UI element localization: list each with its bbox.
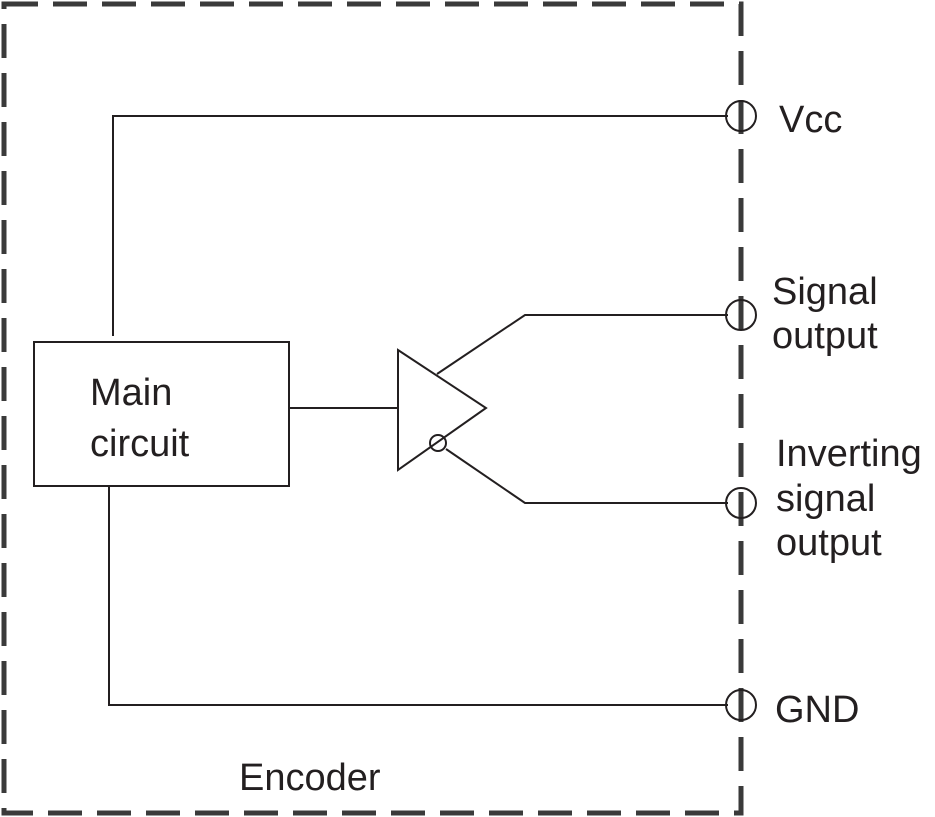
vcc-label: Vcc: [779, 99, 842, 141]
gnd-wire: [108, 486, 728, 706]
encoder-enclosure-border: [1, 1, 744, 816]
vcc-terminal: [725, 100, 757, 132]
inverting-output-label-line3: output: [776, 522, 882, 564]
inverting-output-label-line1: Inverting: [776, 433, 922, 475]
signal-output-terminal: [725, 299, 757, 331]
inverting-output-label-line2: signal: [776, 478, 875, 520]
signal-output-label-line2: output: [772, 315, 878, 357]
inverting-bubble: [429, 434, 447, 452]
inverting-output-wire: [445, 448, 728, 504]
signal-output-wire: [436, 314, 728, 375]
inverting-output-terminal: [725, 487, 757, 519]
gnd-label: GND: [775, 689, 859, 731]
main-circuit-label-line1: Main: [90, 372, 172, 414]
gnd-terminal: [725, 689, 757, 721]
vcc-wire: [112, 115, 728, 336]
main-circuit-block: [33, 341, 290, 487]
signal-output-label-line1: Signal: [772, 271, 878, 313]
main-circuit-label-line2: circuit: [90, 423, 190, 465]
line-driver-triangle: [397, 348, 488, 472]
encoder-label: Encoder: [239, 757, 381, 799]
